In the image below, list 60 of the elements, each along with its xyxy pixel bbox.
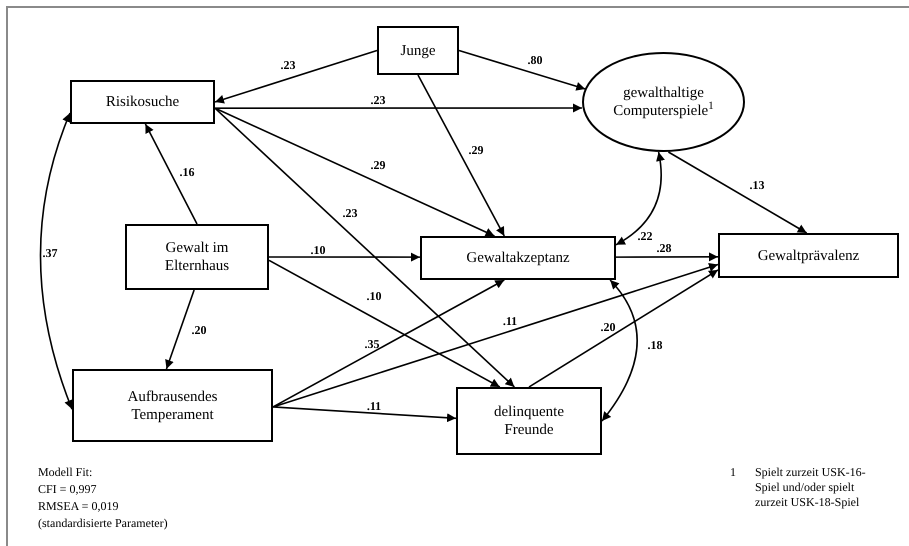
footnote-number: 1 <box>730 465 736 480</box>
arrow <box>272 279 505 408</box>
arrow <box>417 74 505 236</box>
edge-label: .10 <box>310 244 326 256</box>
node-label: Junge <box>400 42 436 60</box>
edge-label: .20 <box>600 321 616 333</box>
node-label: Gewalt im Elternhaus <box>164 239 230 275</box>
variable-box <box>420 236 616 280</box>
edge-label: .29 <box>370 159 386 171</box>
construct-ellipse <box>582 52 745 152</box>
edge-label: .80 <box>528 54 542 66</box>
model-fit-note: (standardisierte Parameter) <box>38 516 168 531</box>
node-label: Risikosuche <box>106 93 180 111</box>
model-fit-note: RMSEA = 0,019 <box>38 499 118 514</box>
edge-label: .35 <box>364 338 380 350</box>
edge-label: .29 <box>468 144 484 156</box>
model-fit-note: CFI = 0,997 <box>38 482 96 497</box>
node-label: Aufbrausendes Temperament <box>126 388 218 424</box>
node-label: Gewaltakzeptanz <box>466 249 570 267</box>
arrow <box>269 252 420 262</box>
arrow <box>214 50 378 104</box>
arrow <box>668 151 808 234</box>
variable-box <box>70 80 215 124</box>
arrow <box>40 112 74 410</box>
arrow <box>272 262 718 408</box>
variable-box <box>125 224 269 290</box>
node-label: Gewaltprävalenz <box>758 246 860 264</box>
edge-label: .20 <box>192 324 206 336</box>
variable-box <box>718 233 899 278</box>
node-label: delinquente Freunde <box>493 403 565 439</box>
arrow <box>215 104 582 112</box>
edge-label: .23 <box>342 207 358 219</box>
edge-label: .10 <box>366 290 382 302</box>
arrow <box>165 290 195 370</box>
edge-label: .11 <box>502 315 518 327</box>
edge-label: .16 <box>180 166 194 178</box>
node-label: gewalthaltige Computerspiele$^{1}$ <box>612 84 715 120</box>
edge-label: .11 <box>366 400 382 412</box>
arrow <box>272 406 456 422</box>
arrow <box>528 269 718 388</box>
arrow <box>458 50 586 91</box>
arrow <box>144 124 198 224</box>
arrow <box>601 279 638 422</box>
variable-box <box>377 26 459 75</box>
edge-label: .23 <box>370 94 386 106</box>
arrow <box>214 108 515 388</box>
arrow <box>616 152 665 246</box>
model-fit-note: Modell Fit: <box>38 465 92 480</box>
arrow <box>616 252 718 262</box>
edge-label: .18 <box>648 339 662 351</box>
footnote-text: Spielt zurzeit USK-16-Spiel und/oder spielt zurzeit USK-18-Spiel <box>755 465 867 510</box>
variable-box <box>72 369 273 442</box>
edge-label: .28 <box>656 242 672 254</box>
edge-label: .23 <box>280 59 296 71</box>
variable-box <box>456 387 602 455</box>
arrow <box>268 260 500 388</box>
edge-label: .13 <box>750 179 764 191</box>
arrow <box>214 107 495 237</box>
edge-label: .37 <box>42 247 58 259</box>
edge-label: .22 <box>638 230 652 242</box>
